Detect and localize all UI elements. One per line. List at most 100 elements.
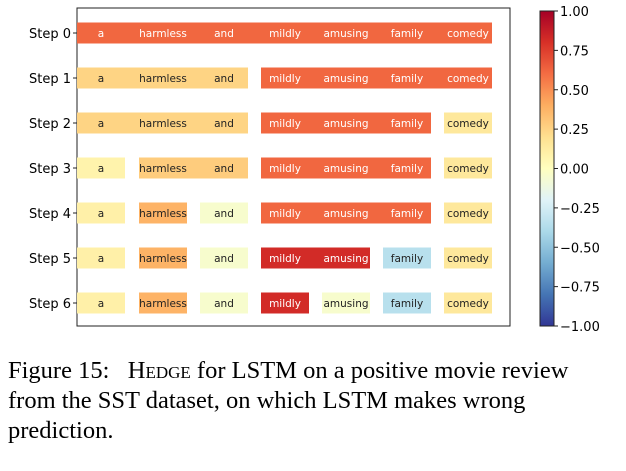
word-label: mildly <box>269 163 301 175</box>
caption-text: for LSTM on a positive movie review from… <box>8 357 569 444</box>
word-label: amusing <box>323 253 368 265</box>
segment-cell <box>444 247 492 269</box>
row-label: Step 5 <box>29 252 71 267</box>
segment-cell <box>200 202 248 224</box>
segment-cell <box>261 247 370 269</box>
word-label: and <box>214 28 234 40</box>
segment-cell <box>383 292 431 314</box>
word-label: mildly <box>269 73 301 85</box>
word-label: a <box>98 118 104 130</box>
colorbar-tick-label: 0.75 <box>560 44 589 59</box>
segment-cell <box>77 247 125 269</box>
colorbar-tick-label: −1.00 <box>560 320 600 335</box>
word-label: harmless <box>139 253 187 265</box>
word-label: amusing <box>323 208 368 220</box>
word-label: family <box>391 73 423 85</box>
word-label: a <box>98 298 104 310</box>
word-label: amusing <box>323 28 368 40</box>
word-label: family <box>391 208 423 220</box>
segment-cell <box>77 202 125 224</box>
word-label: comedy <box>447 73 489 85</box>
segment-cell <box>383 247 431 269</box>
colorbar-tick-label: 0.50 <box>560 84 589 99</box>
word-label: harmless <box>139 298 187 310</box>
word-label: comedy <box>447 28 489 40</box>
word-label: a <box>98 208 104 220</box>
word-label: comedy <box>447 208 489 220</box>
row-label: Step 4 <box>29 207 71 222</box>
word-label: a <box>98 253 104 265</box>
row-label: Step 3 <box>29 162 71 177</box>
colorbar-tick-label: −0.25 <box>560 202 600 217</box>
segment-cell <box>261 67 492 89</box>
row-label: Step 2 <box>29 117 71 132</box>
segment-cell <box>261 292 309 314</box>
word-label: family <box>391 163 423 175</box>
segment-cell <box>200 247 248 269</box>
segment-cell <box>139 292 187 314</box>
word-label: amusing <box>323 298 368 310</box>
word-label: comedy <box>447 298 489 310</box>
word-label: comedy <box>447 253 489 265</box>
segment-cell <box>444 112 492 134</box>
colorbar-bar <box>539 10 555 327</box>
word-label: comedy <box>447 118 489 130</box>
word-label: comedy <box>447 163 489 175</box>
word-label: mildly <box>269 28 301 40</box>
segment-cell <box>261 157 431 179</box>
segment-cell <box>322 292 370 314</box>
word-label: and <box>214 73 234 85</box>
row-label: Step 6 <box>29 297 71 312</box>
segment-cell <box>139 202 187 224</box>
word-label: amusing <box>323 118 368 130</box>
word-label: and <box>214 163 234 175</box>
figure-caption: Figure 15: Hedge for LSTM on a positive … <box>8 356 620 446</box>
word-label: harmless <box>139 163 187 175</box>
word-label: family <box>391 298 423 310</box>
word-label: a <box>98 28 104 40</box>
colorbar-tick-label: −0.75 <box>560 281 600 296</box>
figure-label: Figure 15: <box>8 357 110 384</box>
word-label: harmless <box>139 73 187 85</box>
segment-cell <box>77 67 248 89</box>
colorbar-tick-label: −0.50 <box>560 241 600 256</box>
segment-cell <box>139 157 248 179</box>
colorbar: 1.00 0.75 0.50 0.25 0.00 −0.25 −0.50 −0.75 −1.00 <box>539 5 600 335</box>
segment-cell <box>139 247 187 269</box>
word-label: and <box>214 208 234 220</box>
word-label: and <box>214 298 234 310</box>
segment-cell <box>261 112 431 134</box>
word-label: and <box>214 253 234 265</box>
word-label: mildly <box>269 118 301 130</box>
word-label: a <box>98 163 104 175</box>
word-label: amusing <box>323 73 368 85</box>
segment-cell <box>77 22 492 44</box>
word-label: harmless <box>139 28 187 40</box>
word-label: family <box>391 28 423 40</box>
colorbar-tick-label: 0.25 <box>560 123 589 138</box>
segment-cell <box>444 292 492 314</box>
segment-cell <box>200 292 248 314</box>
hedge-figure: Step 0 a harmless and mildly amusing family com… <box>29 5 600 335</box>
segment-cell <box>444 157 492 179</box>
segment-cell <box>261 202 431 224</box>
segment-cell <box>77 112 248 134</box>
word-label: harmless <box>139 208 187 220</box>
word-label: family <box>391 253 423 265</box>
word-label: mildly <box>269 253 301 265</box>
segment-cell <box>77 157 125 179</box>
heatmap-plot: Step 0 a harmless and mildly amusing family com… <box>29 7 511 327</box>
word-label: harmless <box>139 118 187 130</box>
row-label: Step 0 <box>29 27 71 42</box>
word-label: mildly <box>269 298 301 310</box>
segment-cell <box>444 202 492 224</box>
segment-cell <box>77 292 125 314</box>
word-label: family <box>391 118 423 130</box>
word-label: and <box>214 118 234 130</box>
method-name: Hedge <box>127 357 191 384</box>
colorbar-tick-label: 0.00 <box>560 163 589 178</box>
colorbar-tick-label: 1.00 <box>560 5 589 20</box>
word-label: a <box>98 73 104 85</box>
row-label: Step 1 <box>29 72 71 87</box>
word-label: mildly <box>269 208 301 220</box>
